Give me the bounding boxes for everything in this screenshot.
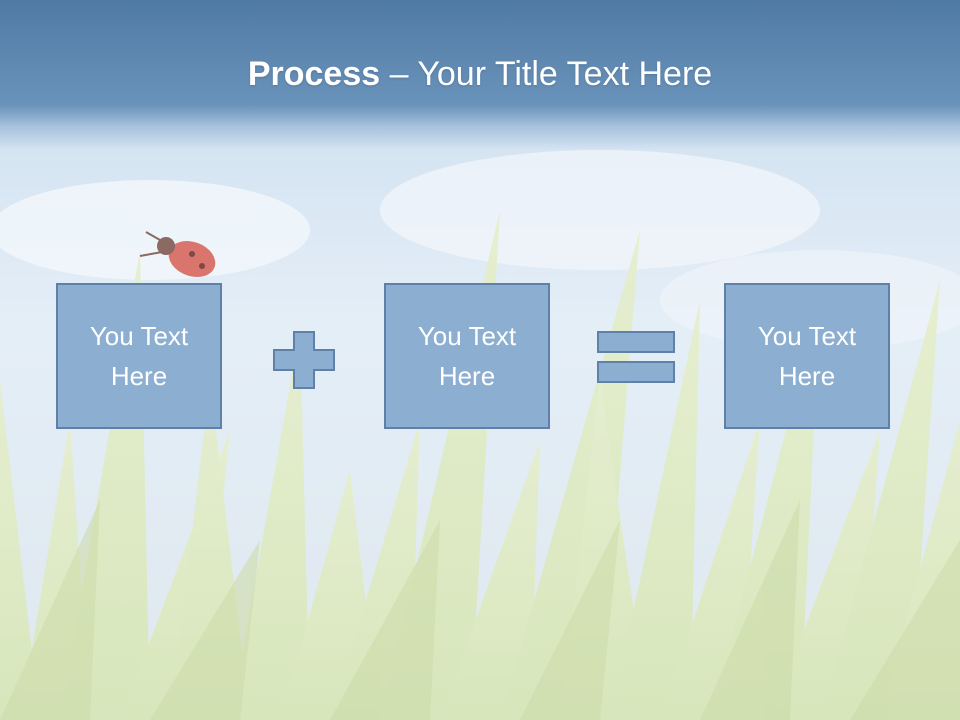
title-bar xyxy=(0,0,960,150)
plus-icon xyxy=(273,331,335,389)
title-bold: Process xyxy=(247,55,381,93)
process-box-2: You Text Here xyxy=(384,283,550,429)
process-box-label: You Text Here xyxy=(89,321,189,391)
equals-icon xyxy=(597,331,675,383)
process-box-label: You Text Here xyxy=(757,321,857,391)
process-box-1: You Text Here xyxy=(56,283,222,429)
slide-title: Process – Your Title Text Here xyxy=(0,52,960,96)
title-rest: Your Title Text Here xyxy=(417,55,713,93)
ladybug-icon xyxy=(139,231,216,277)
process-box-label: You Text Here xyxy=(417,321,517,391)
process-box-3: You Text Here xyxy=(724,283,890,429)
title-dash: – xyxy=(380,55,418,93)
